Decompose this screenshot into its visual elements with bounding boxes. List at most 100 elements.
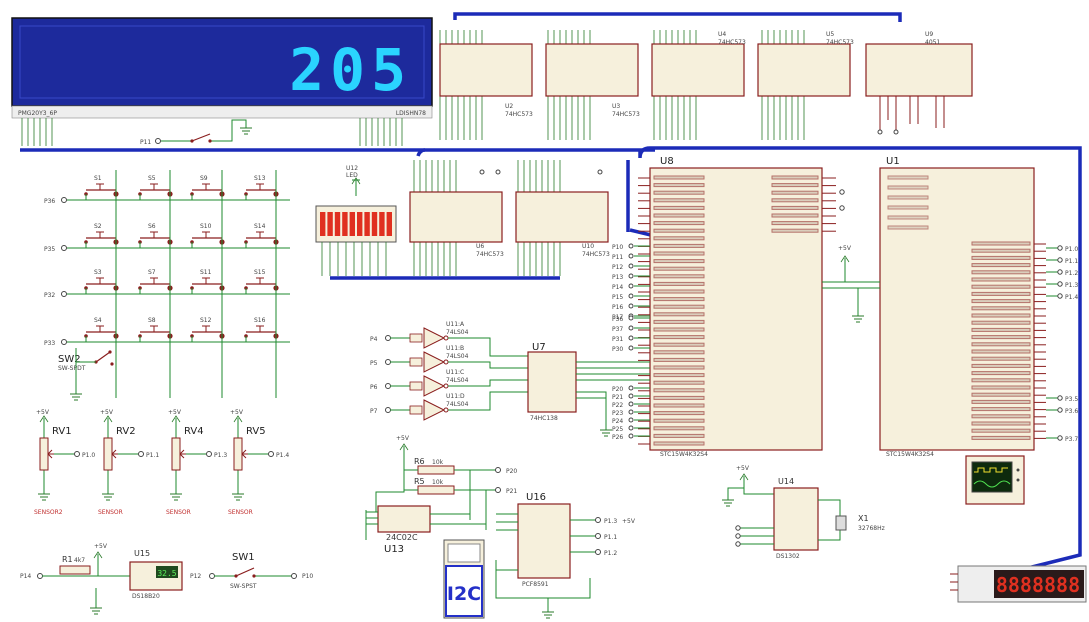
svg-text:P21: P21 — [612, 394, 623, 401]
svg-text:10k: 10k — [432, 479, 444, 486]
keypad-button[interactable] — [244, 183, 279, 200]
chip-u2: U2 74HC573 — [439, 30, 533, 140]
svg-text:SENSOR: SENSOR — [228, 509, 253, 516]
potentiometer-row: +5VRV1P1.0SENSOR2+5VRV2P1.1SENSOR+5VRV4P… — [34, 409, 289, 516]
svg-text:U5: U5 — [826, 31, 834, 38]
keypad-button[interactable] — [244, 325, 279, 342]
keypad-button[interactable] — [138, 231, 173, 248]
svg-text:74HC573: 74HC573 — [826, 39, 854, 46]
svg-text:SENSOR2: SENSOR2 — [34, 509, 63, 516]
svg-text:+5V: +5V — [622, 518, 636, 525]
key-ref: S9 — [200, 175, 208, 182]
keypad-button[interactable] — [190, 183, 225, 200]
svg-text:+5V: +5V — [94, 543, 108, 550]
rtc-ds1302: +5V U14 DS1302 X1 32768Hz — [722, 465, 885, 560]
svg-text:P14: P14 — [612, 284, 623, 291]
keypad-button[interactable] — [84, 325, 119, 342]
svg-text:74HC138: 74HC138 — [530, 415, 558, 422]
svg-text:U8: U8 — [660, 156, 674, 167]
key-ref: S15 — [254, 269, 266, 276]
chip-u5: U5 74HC573 — [757, 30, 854, 140]
bargraph-segment — [371, 212, 378, 236]
svg-text:P31: P31 — [612, 336, 623, 343]
chip-u16 — [517, 503, 571, 579]
keypad-button[interactable] — [244, 231, 279, 248]
svg-text:+5V: +5V — [838, 245, 852, 252]
right-net-label: P3.5 — [1065, 396, 1078, 403]
svg-text:RV1: RV1 — [52, 426, 72, 437]
keypad-button[interactable] — [84, 183, 119, 200]
svg-text:P11: P11 — [140, 139, 151, 146]
keypad-button[interactable] — [138, 183, 173, 200]
svg-text:+5V: +5V — [168, 409, 182, 416]
key-ref: S4 — [94, 317, 102, 324]
row-terminal — [61, 245, 67, 251]
svg-text:P30: P30 — [612, 346, 623, 353]
right-net-label: P1.3 — [1065, 282, 1078, 289]
key-ref: S11 — [200, 269, 212, 276]
key-ref: S13 — [254, 175, 266, 182]
key-ref: S2 — [94, 223, 102, 230]
svg-text:P24: P24 — [612, 418, 623, 425]
keypad-button[interactable] — [138, 277, 173, 294]
svg-text:P20: P20 — [612, 386, 623, 393]
keypad-button[interactable] — [244, 277, 279, 294]
svg-text:PCF8591: PCF8591 — [522, 581, 549, 588]
bargraph-segment — [349, 212, 355, 236]
svg-text:SW1: SW1 — [232, 552, 255, 563]
keypad-button[interactable] — [138, 325, 173, 342]
svg-text:U16: U16 — [526, 492, 546, 503]
svg-text:U6: U6 — [476, 243, 484, 250]
keypad-row-label: P33 — [44, 340, 55, 347]
bargraph-segment — [320, 212, 326, 236]
svg-text:U1: U1 — [886, 156, 900, 167]
svg-text:P10: P10 — [612, 244, 623, 251]
right-net-labels: P1.0P1.1P1.2P1.3P1.4P3.5P3.6P3.7 — [1046, 245, 1078, 443]
u8-left-nets: P10P11P12P13P14P15P16P17P36P37P31P30P20P… — [612, 243, 650, 441]
svg-text:74HC573: 74HC573 — [718, 39, 746, 46]
svg-text:DS1302: DS1302 — [776, 553, 800, 560]
keypad-button[interactable] — [190, 325, 225, 342]
display-right-label: LDISHN78 — [396, 110, 426, 117]
thermo-reading: 32.5 — [157, 569, 176, 578]
r5-ref: R5 — [414, 477, 425, 486]
keypad-button[interactable] — [190, 277, 225, 294]
svg-text:U11:D: U11:D — [446, 393, 465, 400]
mcu-u1: U1 STC15W4K32S4 +5V — [822, 156, 1046, 458]
svg-text:STC15W4K32S4: STC15W4K32S4 — [660, 451, 708, 458]
svg-text:U12: U12 — [346, 165, 358, 172]
svg-text:U11:A: U11:A — [446, 321, 465, 328]
keypad-row-label: P36 — [44, 198, 55, 205]
svg-text:P1.1: P1.1 — [146, 452, 159, 459]
svg-text:74HC573: 74HC573 — [582, 251, 610, 258]
svg-text:+5V: +5V — [230, 409, 244, 416]
svg-text:U3: U3 — [612, 103, 620, 110]
svg-text:74LS04: 74LS04 — [446, 329, 469, 336]
keypad-row-label: P35 — [44, 246, 55, 253]
oscilloscope-icon[interactable] — [965, 455, 1025, 505]
svg-text:74HC573: 74HC573 — [476, 251, 504, 258]
keypad-button[interactable] — [84, 231, 119, 248]
bargraph-segment — [334, 212, 341, 236]
svg-text:P15: P15 — [612, 294, 623, 301]
chip-u6: U6 74HC573 — [409, 160, 504, 276]
thermometer-block: P14 +5V R1 4k7 U15 32.5 DS18B20 — [20, 543, 183, 615]
keypad-button[interactable] — [84, 277, 119, 294]
keypad-button[interactable] — [190, 231, 225, 248]
svg-text:U4: U4 — [718, 31, 726, 38]
display-digits: 205 — [289, 36, 412, 104]
svg-text:+5V: +5V — [100, 409, 114, 416]
svg-text:LED: LED — [346, 172, 358, 179]
mcu-u8: U8 STC15W4K32S4 — [638, 156, 845, 458]
right-net-label: P1.2 — [1065, 270, 1078, 277]
sw1-switch: P12 SW1 SW-SPST P10 — [190, 552, 313, 590]
svg-text:P1.4: P1.4 — [276, 452, 289, 459]
svg-text:P10: P10 — [302, 573, 313, 580]
